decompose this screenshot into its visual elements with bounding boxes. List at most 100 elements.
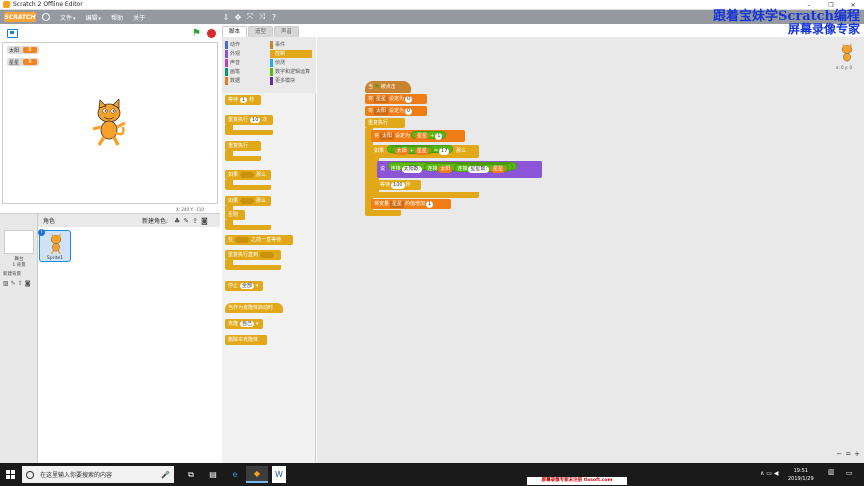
palette-repeat-until-block[interactable]: 重复执行直到 <box>225 250 281 260</box>
video-watermark: 跟着宝妹学Scratch编程 屏幕录像专家 <box>713 9 860 36</box>
cat-icon <box>841 43 853 62</box>
cat-sprite[interactable] <box>89 99 129 147</box>
system-tray-icons[interactable]: ∧ ▭ ◀ <box>760 470 779 477</box>
cortana-icon <box>26 470 34 479</box>
taskbar-clock[interactable]: 19:51 2019/1/29 <box>788 468 814 482</box>
palette-clone-start-hat[interactable]: 当作为克隆体启动时 <box>225 303 283 313</box>
zoom-controls: − = + <box>833 450 860 458</box>
zoom-out-icon[interactable]: − <box>836 450 843 458</box>
palette-repeat-mouth <box>225 125 233 130</box>
grow-icon[interactable]: ⤧ <box>246 12 254 21</box>
upload-icon[interactable]: ⇪ <box>17 280 23 287</box>
say-block[interactable]: 说 连接太阳数:连接太阳连接星星数:星星 <box>377 161 542 178</box>
forever-arm <box>365 128 373 213</box>
paint-brush-icon[interactable]: ✎ <box>10 280 16 287</box>
category-events[interactable]: 事件 <box>270 41 312 49</box>
category-pen[interactable]: 画笔 <box>225 68 267 76</box>
palette-forever-block[interactable]: 重复执行 <box>225 141 261 151</box>
scratch-app-icon[interactable]: ◆ <box>246 466 268 483</box>
file-explorer-icon[interactable]: ▤ <box>209 470 217 479</box>
recorder-watermark: 屏幕录像专家未注册 tlxsoft.com <box>527 477 627 485</box>
category-control[interactable]: 控制 <box>270 50 312 58</box>
tab-costumes[interactable]: 造型 <box>248 26 274 37</box>
minimize-button[interactable]: – <box>807 1 811 9</box>
category-data[interactable]: 数据 <box>225 77 267 85</box>
if-then-block[interactable]: 如果 太阳+星星=17 那么 <box>371 145 479 158</box>
tab-scripts[interactable]: 脚本 <box>222 26 248 37</box>
stage-label: 舞台 <box>14 257 24 262</box>
stop-icon[interactable] <box>207 29 216 38</box>
tab-sounds[interactable]: 声音 <box>274 26 300 37</box>
category-operators[interactable]: 数字和逻辑运算 <box>270 68 312 76</box>
edge-browser-icon[interactable]: e <box>232 470 238 479</box>
sprite-thumbnail[interactable]: i Sprite1 <box>38 229 71 262</box>
category-motion[interactable]: 动作 <box>225 41 267 49</box>
input-method-icon[interactable]: ▥ <box>828 468 835 476</box>
microphone-icon[interactable]: 🎤 <box>161 470 170 479</box>
zoom-in-icon[interactable]: + <box>854 450 860 458</box>
palette-if-else-block[interactable]: 如果那么 <box>225 196 271 206</box>
category-looks[interactable]: 外观 <box>225 50 267 58</box>
sprite-info-icon[interactable]: i <box>38 229 45 236</box>
sprite-library-icon[interactable]: ♣ <box>174 216 181 225</box>
palette-if-end <box>225 185 271 190</box>
word-app-icon[interactable]: W <box>272 466 286 483</box>
windows-start-icon[interactable] <box>6 470 15 479</box>
if-arm <box>371 158 379 198</box>
palette-stop-block[interactable]: 停止全部▾ <box>225 281 263 291</box>
new-sprite-label: 新建角色: <box>142 218 169 225</box>
block-help-icon[interactable]: ? <box>271 12 277 22</box>
close-button[interactable]: ✕ <box>850 1 856 9</box>
palette-repeat-until-end <box>225 265 281 270</box>
taskbar-apps: ⧉ ▤ e ◆ W <box>180 466 286 483</box>
taskbar-search[interactable]: 在这里输入你要搜索的内容 🎤 <box>22 466 174 483</box>
duplicate-icon[interactable]: ⇩ <box>222 12 230 22</box>
landscape-icon[interactable]: ▨ <box>3 280 9 287</box>
delete-icon[interactable]: ✥ <box>234 12 242 22</box>
category-more-blocks[interactable]: 更多模块 <box>270 77 312 85</box>
maximize-button[interactable]: ❐ <box>828 1 834 9</box>
window-title: Scratch 2 Offline Editor <box>13 1 83 8</box>
palette-delete-clone-block[interactable]: 删除本克隆体 <box>225 335 267 345</box>
notification-icon[interactable]: ▭ <box>846 469 853 477</box>
upload-icon[interactable]: ⇪ <box>192 216 199 225</box>
camera-icon[interactable]: ◙ <box>24 280 31 287</box>
menu-file[interactable]: 文件▾ <box>60 14 76 22</box>
category-sensing[interactable]: 侦测 <box>270 59 312 67</box>
category-sound[interactable]: 声音 <box>225 59 267 67</box>
palette-wait-until-block[interactable]: 在之前一直等待 <box>225 235 293 245</box>
presentation-mode-icon[interactable] <box>7 28 18 38</box>
shrink-icon[interactable]: ⤨ <box>258 12 266 21</box>
when-flag-clicked-hat[interactable]: 当 ⚑ 被点击 <box>365 81 411 93</box>
scratch-logo: SCRATCH <box>4 12 36 22</box>
title-bar: Scratch 2 Offline Editor – ❐ ✕ <box>0 0 864 10</box>
menu-edit[interactable]: 编辑▾ <box>85 14 102 22</box>
green-flag-icon[interactable]: ⚑ <box>192 28 201 39</box>
palette-if-block[interactable]: 如果那么 <box>225 170 271 180</box>
camera-icon[interactable]: ◙ <box>201 216 208 225</box>
zoom-reset-icon[interactable]: = <box>845 450 852 458</box>
if-end <box>371 192 479 198</box>
menu-about[interactable]: 关于 <box>133 14 146 22</box>
stage-coordinates: X: 240 Y: -110 <box>176 207 204 212</box>
menu-help[interactable]: 帮助 <box>111 14 124 22</box>
stage-header: ⚑ <box>0 24 220 42</box>
language-globe-icon[interactable] <box>42 13 50 21</box>
set-sun-to-sum-block[interactable]: 将太阳设定为星星+1 <box>371 130 465 142</box>
task-view-icon[interactable]: ⧉ <box>188 469 194 479</box>
current-sprite-indicator: x: 0 y: 0 <box>836 43 858 70</box>
forever-block[interactable]: 重复执行 <box>365 118 405 128</box>
paint-brush-icon[interactable]: ✎ <box>183 216 190 225</box>
stage-thumbnail[interactable] <box>4 230 34 254</box>
palette-clone-block[interactable]: 克隆自己▾ <box>225 319 263 329</box>
